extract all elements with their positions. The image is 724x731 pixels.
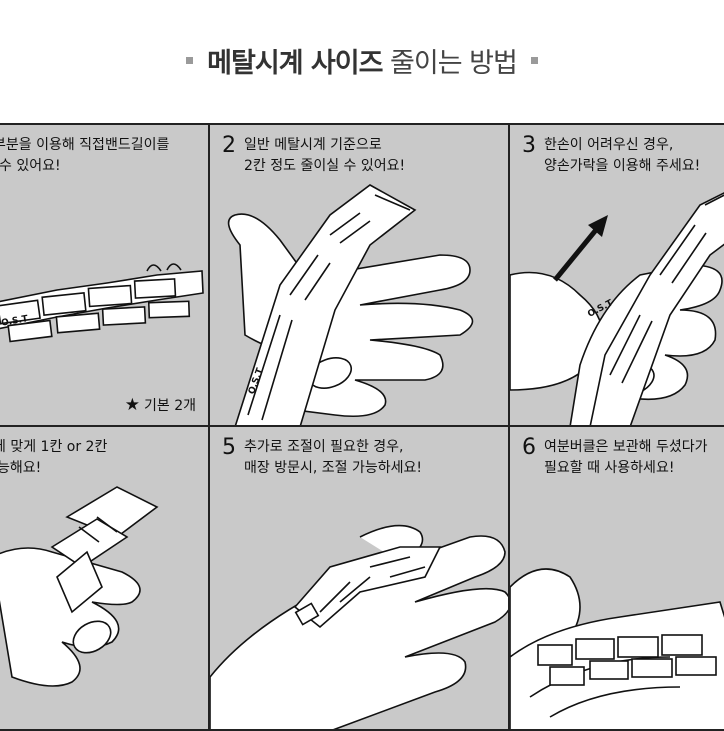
hand-illustration: O.S.T (227, 184, 474, 425)
step-number-2: 2 (222, 133, 236, 158)
step-number-3: 3 (522, 133, 536, 158)
step-caption-3: 한손이 어려우신 경우, 양손가락을 이용해 주세요! (544, 137, 701, 174)
star-icon: ★ (124, 395, 140, 415)
bracelet-illustration: O.S.T (0, 263, 204, 343)
step-number-6: 6 (522, 435, 536, 460)
step-panel-3: O.S.T 3 한손이 어려우신 경우, 양손가락을 이용해 주세요! (510, 125, 724, 427)
instruction-grid: O.S.T 부분을 이용해 직접밴드길이를 수 있어요! ★기본 2개 O.S.… (0, 123, 724, 731)
hand-link-illustration (0, 486, 159, 687)
step-panel-5: 5 추가로 조절이 필요한 경우, 매장 방문시, 조절 가능하세요! (210, 427, 510, 731)
step-caption-6: 여분버클은 보관해 두셨다가 필요할 때 사용하세요! (544, 439, 708, 476)
step-caption-5: 추가로 조절이 필요한 경우, 매장 방문시, 조절 가능하세요! (244, 439, 422, 476)
header: 메탈시계 사이즈 줄이는 방법 (0, 0, 724, 120)
two-hands-illustration: O.S.T (510, 192, 724, 425)
flat-hand-illustration (510, 568, 724, 729)
bullet-left-icon (186, 56, 194, 64)
step-caption-4: 에 맞게 1칸 or 2칸 능해요! (0, 439, 108, 476)
step-panel-2: O.S.T 2 일반 메탈시계 기준으로 2칸 정도 줄이실 수 있어요! (210, 125, 510, 427)
step-panel-1: O.S.T 부분을 이용해 직접밴드길이를 수 있어요! ★기본 2개 (0, 125, 210, 427)
open-hand-illustration (210, 524, 508, 729)
bullet-right-icon (530, 56, 538, 64)
page-title: 메탈시계 사이즈 줄이는 방법 (207, 41, 518, 80)
arrow-up-icon (588, 215, 608, 237)
bracelet-badge: O.S.T (1, 314, 30, 329)
step-caption-1: 부분을 이용해 직접밴드길이를 수 있어요! (0, 137, 170, 174)
step-caption-2: 일반 메탈시계 기준으로 2칸 정도 줄이실 수 있어요! (244, 137, 406, 174)
step-panel-6: 6 여분버클은 보관해 두셨다가 필요할 때 사용하세요! (510, 427, 724, 731)
default-count-note: ★기본 2개 (124, 395, 196, 415)
page-title-bold: 메탈시계 사이즈 (207, 47, 383, 79)
page-title-rest: 줄이는 방법 (382, 47, 518, 79)
step-number-5: 5 (222, 435, 236, 460)
step-panel-4: 에 맞게 1칸 or 2칸 능해요! (0, 427, 210, 731)
